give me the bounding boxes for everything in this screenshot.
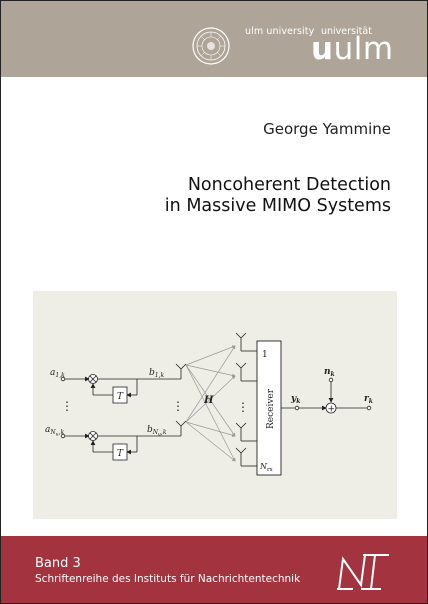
series-label: Schriftenreihe des Instituts für Nachric… [35, 573, 301, 585]
noise-n-label: nk [324, 367, 335, 378]
symbol-b1k: b1,k [149, 368, 164, 379]
header-band: ulm university universität uulm [1, 1, 427, 77]
nt-institute-logo-icon [337, 554, 389, 590]
delay-label-1: T [117, 392, 124, 402]
system-diagram: a1,k b1,k T ⋮ ⋮ [33, 291, 397, 519]
transmitter-nu: aNu,k bNu,k T [45, 420, 187, 461]
dots-antennas: ⋮ [237, 400, 249, 414]
symbol-aNk: aNu,k [45, 425, 64, 438]
book-title: Noncoherent Detection in Massive MIMO Sy… [165, 175, 391, 217]
symbol-a1k: a1,k [50, 368, 65, 379]
university-name-english: ulm university [245, 26, 315, 37]
channel-matrix-label: H [203, 395, 214, 406]
receiver-input-nrx: Nrx [259, 462, 274, 473]
receiver-input-1: 1 [262, 350, 268, 360]
volume-label: Band 3 [35, 556, 81, 571]
author-name: George Yammine [263, 120, 391, 138]
dots-left: ⋮ [61, 399, 73, 413]
receive-antennas [235, 332, 257, 467]
symbol-bNk: bNu,k [147, 425, 167, 438]
footer-band [1, 536, 427, 603]
channel-paths [185, 345, 236, 462]
university-seal-icon [192, 27, 230, 65]
adder-plus: + [328, 405, 336, 415]
title-line-2: in Massive MIMO Systems [164, 196, 391, 216]
receiver-label: Receiver [266, 388, 276, 429]
output-y-label: yk [290, 394, 300, 405]
uulm-logo: uulm [311, 34, 394, 65]
massive-mimo-block-diagram: a1,k b1,k T ⋮ ⋮ [45, 332, 373, 476]
uulm-logo-u: u [311, 31, 334, 67]
uulm-logo-ulm: ulm [333, 31, 394, 67]
transmitter-1: a1,k b1,k T [50, 363, 187, 404]
result-r-label: rk [364, 394, 373, 405]
delay-label-nu: T [117, 449, 124, 459]
dots-mid: ⋮ [172, 399, 184, 413]
title-line-1: Noncoherent Detection [187, 175, 391, 195]
receiver-block [256, 340, 282, 476]
university-name-german: universität [321, 26, 372, 37]
